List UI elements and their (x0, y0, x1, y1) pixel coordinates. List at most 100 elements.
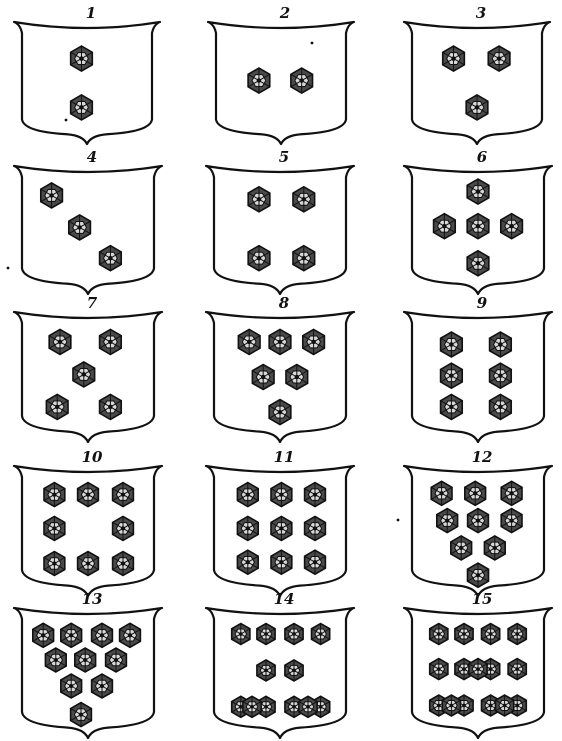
shield-number: 4 (87, 148, 97, 166)
hexagonal-rose-charge-icon (100, 246, 122, 271)
shield-outline (14, 22, 160, 144)
hexagonal-rose-charge-icon (49, 329, 71, 354)
hexagonal-rose-charge-icon (238, 329, 260, 354)
shield-number: 10 (82, 448, 103, 466)
hexagonal-rose-charge-icon (237, 483, 258, 507)
hexagonal-rose-charge-icon (120, 623, 141, 647)
hexagonal-rose-charge-icon (46, 394, 68, 419)
hexagonal-rose-charge-icon (73, 362, 95, 387)
hexagonal-rose-charge-icon (243, 696, 261, 717)
shield-number: 15 (472, 590, 493, 608)
hexagonal-rose-charge-icon (482, 624, 500, 645)
hexagonal-rose-charge-icon (285, 624, 303, 645)
shield-number: 5 (279, 148, 289, 166)
hexagonal-rose-charge-icon (441, 363, 463, 388)
shield-number: 9 (477, 294, 488, 312)
hexagonal-rose-charge-icon (44, 483, 65, 507)
ink-speck (311, 42, 314, 45)
hexagonal-rose-charge-icon (100, 329, 122, 354)
hexagonal-rose-charge-icon (271, 550, 292, 574)
ink-speck (7, 267, 10, 270)
shield-15: 15 (404, 590, 552, 738)
shield-number: 11 (274, 448, 295, 466)
hexagonal-rose-charge-icon (490, 394, 512, 419)
shield-number: 14 (274, 590, 295, 608)
shield-7: 7 (14, 294, 162, 442)
shield-outline (206, 608, 354, 738)
hexagonal-rose-charge-icon (92, 674, 113, 698)
hexagonal-rose-charge-icon (312, 624, 330, 645)
hexagonal-rose-charge-icon (248, 68, 270, 93)
hexagonal-rose-charge-icon (69, 215, 91, 240)
hexagonal-rose-charge-icon (269, 329, 291, 354)
shield-number: 8 (279, 294, 290, 312)
shield-2: 2 (208, 4, 354, 144)
hexagonal-rose-charge-icon (455, 624, 473, 645)
hexagonal-rose-charge-icon (466, 95, 488, 120)
hexagonal-rose-charge-icon (45, 648, 66, 672)
hexagonal-rose-charge-icon (113, 552, 134, 576)
shield-6: 6 (404, 148, 552, 294)
shield-1: 1 (14, 4, 160, 144)
hexagonal-rose-charge-icon (441, 332, 463, 357)
hexagonal-rose-charge-icon (100, 394, 122, 419)
hexagonal-rose-charge-icon (61, 674, 82, 698)
hexagonal-rose-charge-icon (490, 332, 512, 357)
hexagonal-rose-charge-icon (33, 623, 54, 647)
hexagonal-rose-charge-icon (467, 214, 489, 239)
hexagonal-rose-charge-icon (496, 695, 514, 716)
hexagonal-rose-charge-icon (305, 516, 326, 540)
hexagonal-rose-charge-icon (488, 46, 510, 71)
shield-14: 14 (206, 590, 354, 738)
hexagonal-rose-charge-icon (257, 660, 275, 681)
shield-number: 2 (279, 4, 290, 22)
hexagonal-rose-charge-icon (465, 481, 486, 505)
hexagonal-rose-charge-icon (442, 695, 460, 716)
hexagonal-rose-charge-icon (92, 623, 113, 647)
hexagonal-rose-charge-icon (248, 187, 270, 212)
shield-13: 13 (14, 590, 162, 738)
shield-12: 12 (404, 448, 552, 596)
ink-speck (397, 519, 400, 522)
shield-number: 6 (477, 148, 488, 166)
hexagonal-rose-charge-icon (434, 214, 456, 239)
hexagonal-rose-charge-icon (437, 509, 458, 533)
hexagonal-rose-charge-icon (237, 516, 258, 540)
hexagonal-rose-charge-icon (71, 95, 93, 120)
hexagonal-rose-charge-icon (248, 246, 270, 271)
ink-speck (65, 119, 68, 122)
hexagonal-rose-charge-icon (237, 550, 258, 574)
hexagonal-rose-charge-icon (44, 552, 65, 576)
hexagonal-rose-charge-icon (41, 183, 63, 208)
hexagonal-rose-charge-icon (285, 660, 303, 681)
shield-11: 11 (206, 448, 354, 596)
hexagonal-rose-charge-icon (441, 394, 463, 419)
hexagonal-rose-charge-icon (484, 536, 505, 560)
hexagonal-rose-charge-icon (299, 696, 317, 717)
shield-number: 12 (472, 448, 493, 466)
hexagonal-rose-charge-icon (78, 552, 99, 576)
shield-8: 8 (206, 294, 354, 442)
shield-number: 13 (82, 590, 103, 608)
hexagonal-rose-charge-icon (113, 516, 134, 540)
hexagonal-rose-charge-icon (293, 246, 315, 271)
hexagonal-rose-charge-icon (61, 623, 82, 647)
shield-outline (404, 312, 552, 442)
hexagonal-rose-charge-icon (430, 659, 448, 680)
hexagonal-rose-charge-icon (508, 659, 526, 680)
hexagonal-rose-charge-icon (106, 648, 127, 672)
shield-outline (208, 22, 354, 144)
shield-4: 4 (14, 148, 162, 294)
hexagonal-rose-charge-icon (467, 251, 489, 276)
hexagonal-rose-charge-icon (305, 550, 326, 574)
hexagonal-rose-charge-icon (232, 624, 250, 645)
shield-number: 1 (86, 4, 96, 22)
hexagonal-rose-charge-icon (508, 624, 526, 645)
hexagonal-rose-charge-icon (269, 400, 291, 425)
hexagonal-rose-charge-icon (271, 483, 292, 507)
hexagonal-rose-charge-icon (271, 516, 292, 540)
hexagonal-rose-charge-icon (490, 363, 512, 388)
hexagonal-rose-charge-icon (78, 483, 99, 507)
hexagonal-rose-charge-icon (252, 365, 274, 390)
